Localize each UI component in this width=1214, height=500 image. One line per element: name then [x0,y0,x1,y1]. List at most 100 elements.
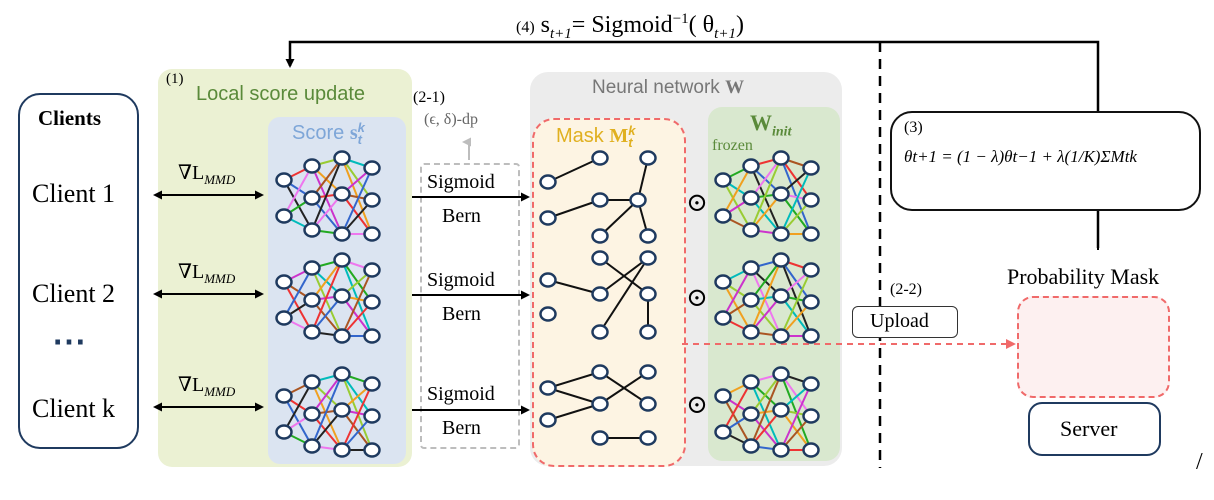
network-node [714,424,732,440]
mask-node [591,324,609,340]
network-node [802,226,820,242]
network-edge [341,269,373,337]
network-edge [780,373,812,417]
mask-node [539,306,557,322]
network-node [275,208,293,224]
dp-label: (ϵ, δ)-dp [424,111,478,128]
network-node [303,260,321,276]
clients-ellipsis: ⋯ [52,324,86,361]
network-edge [341,409,373,451]
network-node [742,406,760,422]
network-edge [780,157,812,201]
network-edge [780,269,812,337]
network-node [714,208,732,224]
score-text: Score [292,121,345,144]
network-node [363,192,381,208]
network-node [802,294,820,310]
mask-edge [547,279,601,295]
sigmoid-label-1: Sigmoid [427,171,495,193]
mask-node [539,412,557,428]
step-number-4: (4) [516,19,535,36]
network-node [363,160,381,176]
mask-node [639,150,657,166]
network-node [802,160,820,176]
mask-node [639,364,657,380]
odot-1: ⊙ [686,188,708,217]
mask-node [591,192,609,208]
mask-node [539,380,557,396]
mask-node [639,250,657,266]
client-k-label: Client k [32,394,116,423]
mask-node [591,364,609,380]
network-node [363,408,381,424]
neural-network-label: Neural network W [592,78,744,97]
network-node [275,310,293,326]
mask-panel [532,118,686,467]
network-edge [311,381,343,451]
network-edge [780,167,812,235]
network-edge [311,165,343,235]
server-label: Server [1060,416,1118,441]
network-edge [283,165,313,217]
network-node [802,262,820,278]
mask-edge [599,257,649,333]
client-1-label: Client 1 [32,179,116,208]
dp-box [420,163,520,449]
network-node [333,252,351,268]
network-node [742,324,760,340]
network-node [742,292,760,308]
network-node [802,328,820,344]
aggregation-equation-box [890,111,1201,211]
network-node [275,388,293,404]
odot-3: ⊙ [686,390,708,419]
network-edge [311,259,343,301]
network-node [333,288,351,304]
formula-s-sub: t+1 [550,25,572,42]
network-node [802,408,820,424]
grad-label-3: ∇LMMD [178,375,235,398]
formula-arg-sub: t+1 [714,25,736,42]
network-edge [311,157,343,199]
network-node [742,158,760,174]
network-edge [311,373,343,447]
network-edge [722,281,752,333]
grad-sub: MMD [204,384,236,399]
network-edge [750,381,782,451]
mask-edge [599,199,639,237]
network-node [772,252,790,268]
mask-sup: k [628,123,636,138]
grad-symbol: ∇L [178,374,205,396]
formula-arg: ( θ [688,12,715,38]
network-edge [311,267,343,337]
network-edge [341,157,373,201]
network-edge [341,259,373,303]
grad-label-1: ∇LMMD [178,163,235,186]
network-node [303,374,321,390]
probability-mask-label: Probability Mask [1007,264,1160,289]
mask-node [591,150,609,166]
network-edge [722,179,752,231]
mask-node [639,324,657,340]
network-node [714,310,732,326]
network-edge [750,157,782,231]
mask-node [539,210,557,226]
network-node [333,402,351,418]
network-edge [341,373,373,417]
upload-label: Upload [870,310,929,332]
mask-node [591,396,609,412]
aggregation-equation: θt+1 = (1 − λ)θt−1 + λ(1/K)ΣMtk [904,147,1137,166]
network-node [363,294,381,310]
network-node [333,328,351,344]
top-formula: (4) st+1= Sigmoid−1( θt+1) [516,12,744,42]
network-edge [722,381,752,433]
network-edge [722,395,752,447]
network-edge [283,281,313,333]
network-node [303,406,321,422]
network-edge [750,259,782,301]
network-edge [750,373,782,447]
grad-sub: MMD [204,271,236,286]
network-node [772,328,790,344]
network-node [363,262,381,278]
network-edge [780,383,812,451]
network-node [714,274,732,290]
